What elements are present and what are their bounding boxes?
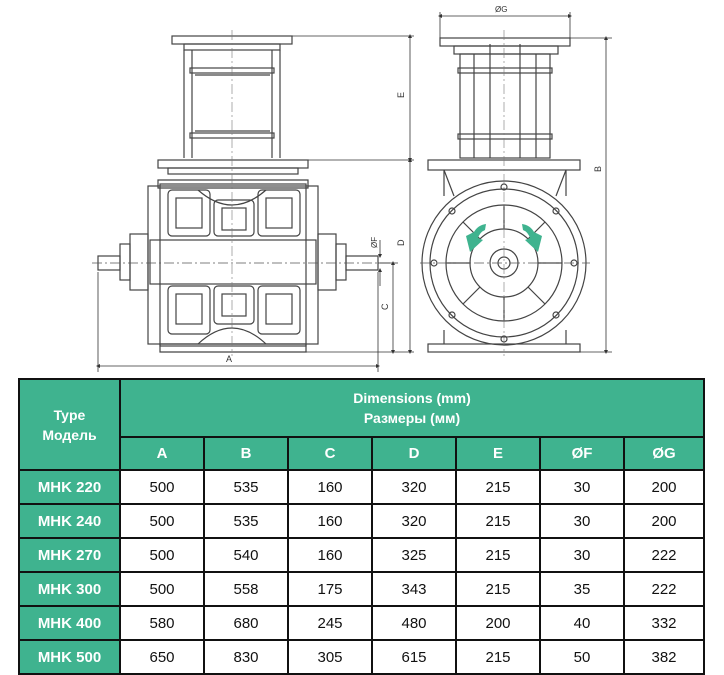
cell-f: 30 bbox=[539, 469, 625, 505]
cell-e: 215 bbox=[455, 571, 541, 607]
side-dimensions bbox=[438, 12, 612, 354]
cell-c: 245 bbox=[287, 605, 373, 641]
row-type: MHK 400 bbox=[18, 605, 121, 641]
cell-c: 160 bbox=[287, 469, 373, 505]
column-header-a: A bbox=[119, 436, 205, 471]
table-row: MHK 240 500 535 160 320 215 30 200 bbox=[18, 503, 706, 539]
cell-e: 215 bbox=[455, 503, 541, 539]
label-D: D bbox=[396, 239, 406, 246]
technical-drawing: A E D C ØF bbox=[92, 5, 612, 372]
column-header-d: D bbox=[371, 436, 457, 471]
row-type: MHK 270 bbox=[18, 537, 121, 573]
cell-b: 535 bbox=[203, 503, 289, 539]
column-header-e: E bbox=[455, 436, 541, 471]
cell-a: 580 bbox=[119, 605, 205, 641]
column-header-g: ØG bbox=[622, 436, 706, 471]
table-row: MHK 220 500 535 160 320 215 30 200 bbox=[18, 469, 706, 505]
cell-g: 382 bbox=[622, 639, 706, 675]
cell-d: 320 bbox=[371, 469, 457, 505]
cell-d: 325 bbox=[371, 537, 457, 573]
label-A: A bbox=[226, 354, 232, 364]
row-type: MHK 220 bbox=[18, 469, 121, 505]
cell-f: 35 bbox=[539, 571, 625, 607]
cell-a: 500 bbox=[119, 537, 205, 573]
cell-f: 50 bbox=[539, 639, 625, 675]
cell-d: 343 bbox=[371, 571, 457, 607]
cell-a: 500 bbox=[119, 571, 205, 607]
cell-g: 200 bbox=[622, 503, 706, 539]
rotation-arrows bbox=[466, 224, 542, 252]
dimensions-header-ru: Размеры (мм) bbox=[363, 410, 461, 426]
column-header-c: C bbox=[287, 436, 373, 471]
label-F: ØF bbox=[370, 237, 379, 248]
cell-f: 30 bbox=[539, 537, 625, 573]
cell-a: 500 bbox=[119, 469, 205, 505]
column-header-b: B bbox=[203, 436, 289, 471]
cell-a: 500 bbox=[119, 503, 205, 539]
cell-e: 200 bbox=[455, 605, 541, 641]
cell-c: 175 bbox=[287, 571, 373, 607]
row-type: MHK 500 bbox=[18, 639, 121, 675]
cell-b: 680 bbox=[203, 605, 289, 641]
cell-g: 332 bbox=[622, 605, 706, 641]
cell-g: 200 bbox=[622, 469, 706, 505]
label-G: ØG bbox=[495, 5, 507, 14]
table-row: MHK 400 580 680 245 480 200 40 332 bbox=[18, 605, 706, 641]
cell-e: 215 bbox=[455, 469, 541, 505]
dimensions-table: Type Модель Dimensions (mm) Размеры (мм)… bbox=[18, 378, 706, 675]
cell-g: 222 bbox=[622, 537, 706, 573]
cell-d: 480 bbox=[371, 605, 457, 641]
front-dimensions bbox=[96, 34, 414, 372]
dimensions-header: Dimensions (mm) Размеры (мм) bbox=[118, 378, 706, 438]
type-header-ru: Модель bbox=[42, 426, 97, 443]
label-B: B bbox=[593, 166, 603, 172]
cell-b: 830 bbox=[203, 639, 289, 675]
cell-d: 320 bbox=[371, 503, 457, 539]
cell-c: 305 bbox=[287, 639, 373, 675]
row-type: MHK 300 bbox=[18, 571, 121, 607]
type-header-en: Type bbox=[53, 406, 86, 423]
cell-f: 40 bbox=[539, 605, 625, 641]
cell-b: 540 bbox=[203, 537, 289, 573]
cell-c: 160 bbox=[287, 537, 373, 573]
cell-e: 215 bbox=[455, 537, 541, 573]
cell-f: 30 bbox=[539, 503, 625, 539]
front-view bbox=[97, 35, 379, 353]
label-E: E bbox=[396, 92, 406, 98]
cell-g: 222 bbox=[622, 571, 706, 607]
dimensions-header-en: Dimensions (mm) bbox=[353, 390, 471, 406]
row-type: MHK 240 bbox=[18, 503, 121, 539]
table-row: MHK 500 650 830 305 615 215 50 382 bbox=[18, 639, 706, 675]
label-C: C bbox=[380, 303, 390, 310]
cell-a: 650 bbox=[119, 639, 205, 675]
cell-b: 558 bbox=[203, 571, 289, 607]
cell-d: 615 bbox=[371, 639, 457, 675]
cell-b: 535 bbox=[203, 469, 289, 505]
column-header-f: ØF bbox=[539, 436, 625, 471]
cell-e: 215 bbox=[455, 639, 541, 675]
type-header: Type Модель bbox=[18, 378, 121, 471]
table-row: MHK 300 500 558 175 343 215 35 222 bbox=[18, 571, 706, 607]
table-row: MHK 270 500 540 160 325 215 30 222 bbox=[18, 537, 706, 573]
cell-c: 160 bbox=[287, 503, 373, 539]
